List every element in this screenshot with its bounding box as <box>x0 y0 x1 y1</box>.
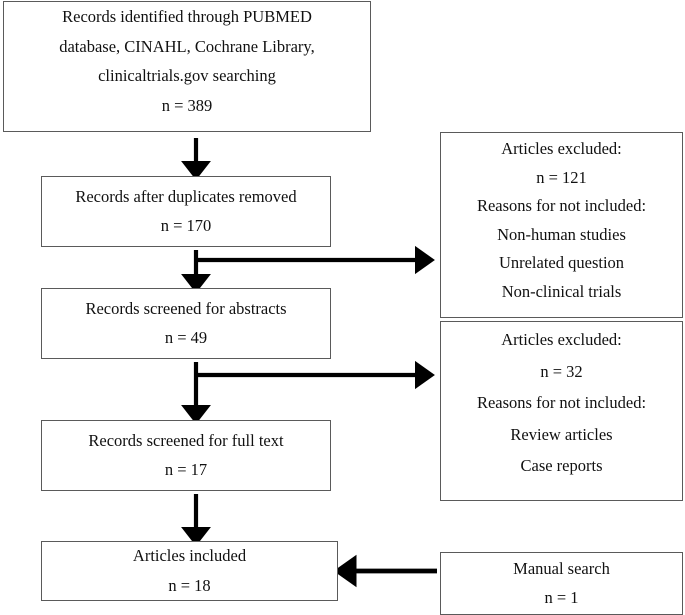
articles-excluded-2-reason-2: Case reports <box>520 456 603 475</box>
articles-excluded-2-count: n = 32 <box>540 361 583 381</box>
box-articles-included: Articles included n = 18 <box>41 541 338 601</box>
articles-excluded-1-label: Articles excluded: <box>501 139 622 158</box>
articles-included-count: n = 18 <box>168 575 211 595</box>
box-records-screened-for-abstracts: Records screened for abstracts n = 49 <box>41 288 331 359</box>
box-manual-search: Manual search n = 1 <box>440 552 683 615</box>
records-after-duplicates-count: n = 170 <box>160 216 212 235</box>
records-after-duplicates-label: Records after duplicates removed <box>75 186 297 206</box>
articles-included-label: Articles included <box>132 546 247 565</box>
articles-excluded-1-reason-1: Non-human studies <box>497 224 626 244</box>
articles-excluded-2-reason-1: Review articles <box>510 424 613 444</box>
articles-excluded-2-reasons-label: Reasons for not included: <box>476 393 647 412</box>
manual-search-label: Manual search <box>513 558 610 578</box>
records-screened-fulltext-label: Records screened for full text <box>88 430 284 450</box>
articles-excluded-1-count: n = 121 <box>536 167 587 187</box>
articles-excluded-1-reasons-label: Reasons for not included: <box>476 196 647 215</box>
records-screened-abstracts-label: Records screened for abstracts <box>85 298 287 318</box>
box-records-screened-for-full-text: Records screened for full text n = 17 <box>41 420 331 491</box>
box-records-identified: Records identified through PUBMED databa… <box>3 1 371 132</box>
records-screened-fulltext-count: n = 17 <box>164 460 208 479</box>
box-articles-excluded-abstracts: Articles excluded: n = 121 Reasons for n… <box>440 132 683 318</box>
records-identified-count: n = 389 <box>161 95 213 115</box>
box-articles-excluded-full-text: Articles excluded: n = 32 Reasons for no… <box>440 321 683 501</box>
records-identified-line-2: database, CINAHL, Cochrane Library, <box>59 36 315 56</box>
box-records-after-duplicates-removed: Records after duplicates removed n = 170 <box>41 176 331 247</box>
articles-excluded-1-reason-2: Unrelated question <box>498 253 625 272</box>
records-identified-line-1: Records identified through PUBMED <box>62 7 312 26</box>
articles-excluded-1-reason-3: Non-clinical trials <box>501 281 622 301</box>
records-screened-abstracts-count: n = 49 <box>164 328 208 347</box>
manual-search-count: n = 1 <box>544 588 579 607</box>
articles-excluded-2-label: Articles excluded: <box>501 330 622 349</box>
records-identified-line-3: clinicaltrials.gov searching <box>98 66 276 85</box>
